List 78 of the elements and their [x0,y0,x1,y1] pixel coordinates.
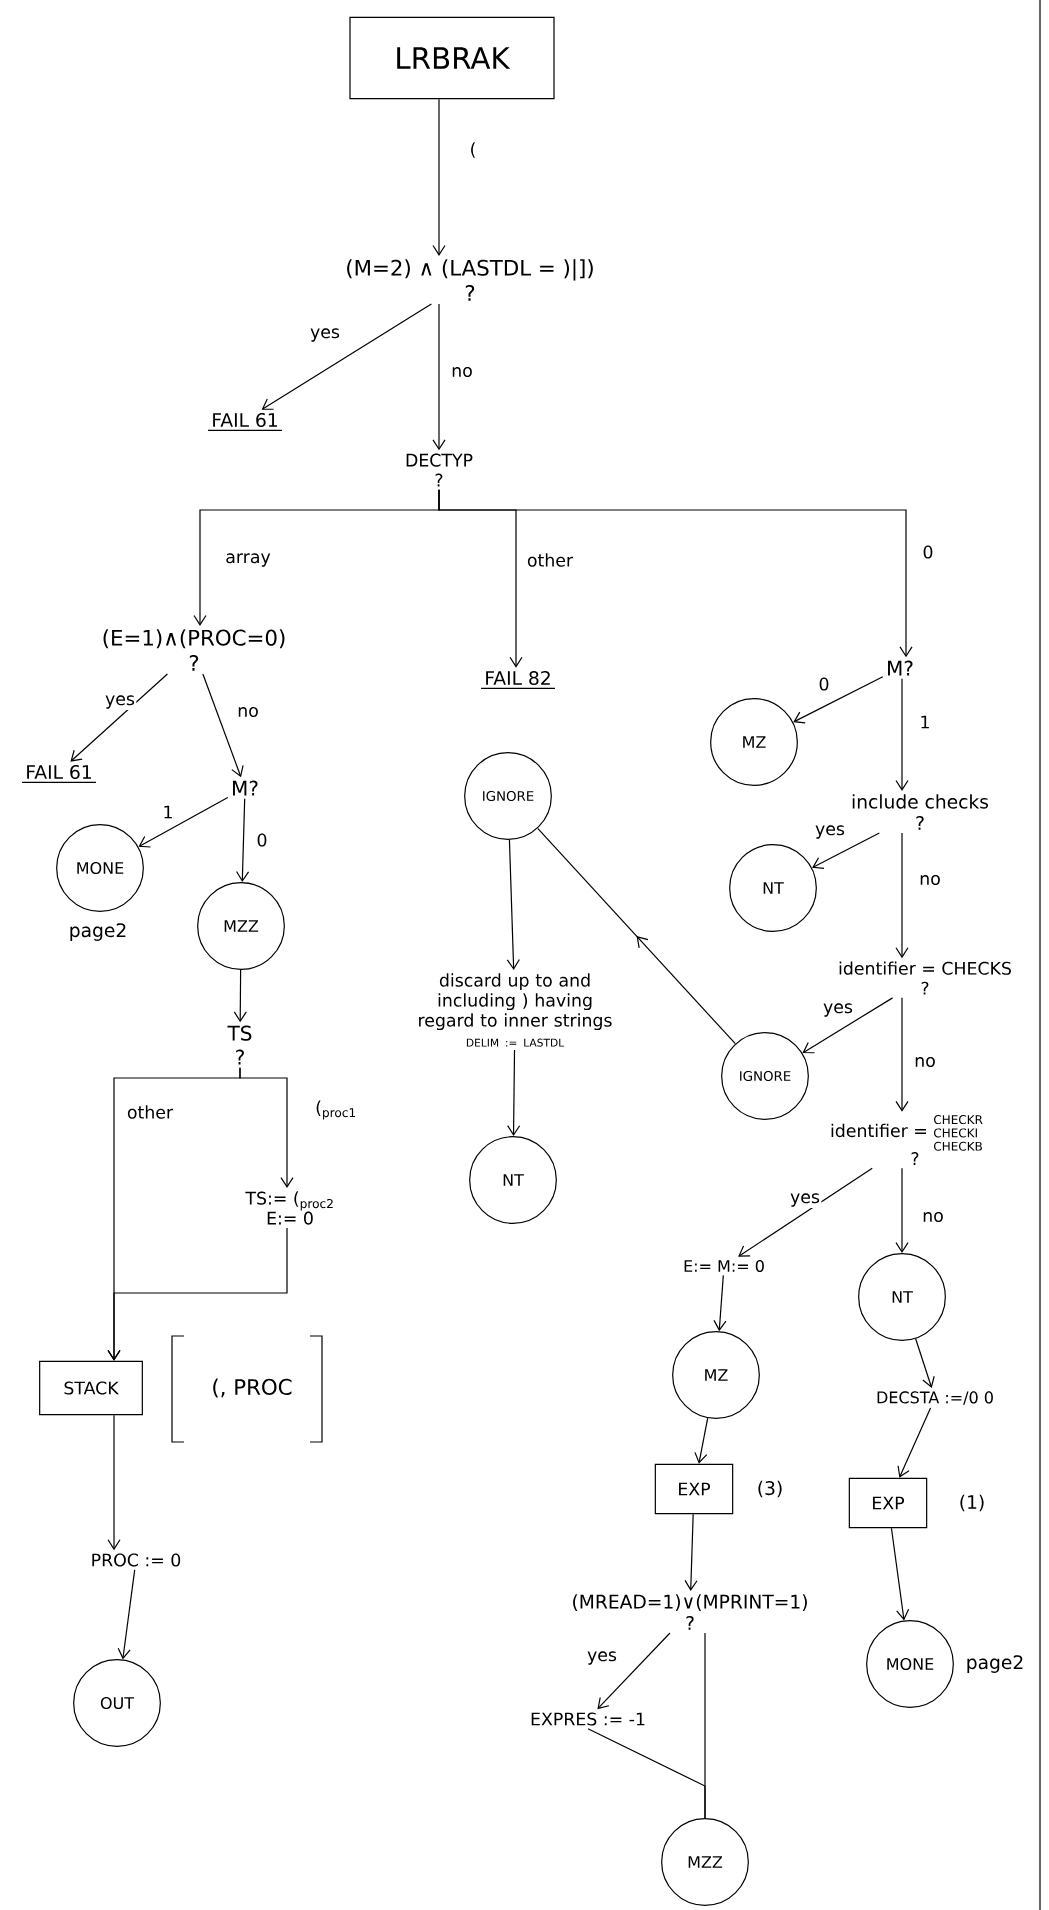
statement-text: discard up to and including ) having regard to inner strings DELIM := LASTDL [419,973,612,1047]
edge-label: ( [468,140,478,160]
annotation-text: page2 [967,1655,1023,1673]
fail-label: FAIL 61 [21,764,97,783]
edge-label: no [920,1210,946,1224]
edge-label: no [917,873,943,887]
arrow [694,1417,709,1464]
edge-label: 0 [255,832,269,848]
arrow [895,832,909,959]
arrow [507,1049,521,1137]
edge-label: 1 [918,714,932,730]
edge-label: array [223,552,273,568]
edge-label: 0 [921,544,935,560]
edge-label: yes [103,694,137,710]
bracketed-text: (, PROC [171,1335,323,1443]
decision-text: (MREAD=1)∨(MPRINT=1) ? [573,1594,807,1630]
edge-label: yes [821,1002,855,1018]
decision-text: identifier = CHECKR CHECKI CHECKB ? [831,1115,983,1165]
arrow [438,489,913,658]
arrow [713,1274,727,1332]
statement-text: E:= M:= 0 [684,1259,764,1273]
arrow [261,303,432,410]
edge-label: 1 [161,804,175,820]
arrow [802,997,894,1054]
arrow [70,673,169,762]
arrow [236,798,250,883]
process-box: EXP [654,1463,734,1515]
process-box: LRBRAK [349,16,555,100]
statement-text: DECSTA :=/0 0 [877,1391,993,1405]
process-box: STACK [39,1360,143,1416]
arrow [812,832,880,869]
arrow [138,796,229,848]
process-box: EXP [848,1477,928,1529]
arrow [107,1414,121,1551]
fail-label: FAIL 61 [207,412,283,431]
edge-label: no [449,365,475,379]
decision-text: DECTYP ? [406,453,473,487]
arrow [793,676,884,724]
statement-text: PROC := 0 [92,1553,181,1567]
arrow [233,969,247,1023]
arrow [897,1407,932,1478]
edge-label: yes [585,1650,619,1666]
arrow [895,678,909,791]
arrow [915,1338,935,1389]
decision-text: M? [233,780,258,796]
edge-label: no [235,705,261,719]
arrow [506,839,520,971]
arrow [597,1632,671,1710]
edge-label: yes [813,824,847,840]
edge-label: no [912,1055,938,1069]
arrow [738,1167,873,1257]
edge-label: yes [308,327,342,343]
arrow [202,673,244,778]
edge-label: ($_{proc1}$ [313,1099,359,1121]
statement-text: EXPRES := -1 [531,1712,645,1726]
edge-label: 0 [817,676,831,692]
edge-label: other [125,1104,175,1121]
arrow [895,1167,909,1254]
arrow [890,1527,910,1621]
decision-text: TS:= ($_{proc2}$ E:= 0 [245,1191,333,1225]
decision-text: include checks ? [852,794,989,830]
fail-label: FAIL 82 [480,670,556,689]
annotation-text: page2 [70,923,126,941]
edge-label: yes [788,1192,822,1208]
decision-text: identifier = CHECKS ? [839,961,1011,995]
arrow [107,1227,288,1361]
decision-text: (E=1)∧(PROC=0) ? [103,629,285,671]
arrow [895,997,909,1112]
decision-text: TS ? [227,1025,252,1065]
arrow [684,1513,698,1591]
annotation-text: (1) [960,1494,984,1512]
edge-label: other [525,551,575,569]
arrow [117,1569,136,1660]
arrow [432,303,446,451]
annotation-text: (3) [758,1480,782,1498]
decision-text: M? [888,660,913,676]
arrow [432,98,446,256]
decision-text: (M=2) ∧ (LASTDL = )|]) ? [347,259,593,301]
